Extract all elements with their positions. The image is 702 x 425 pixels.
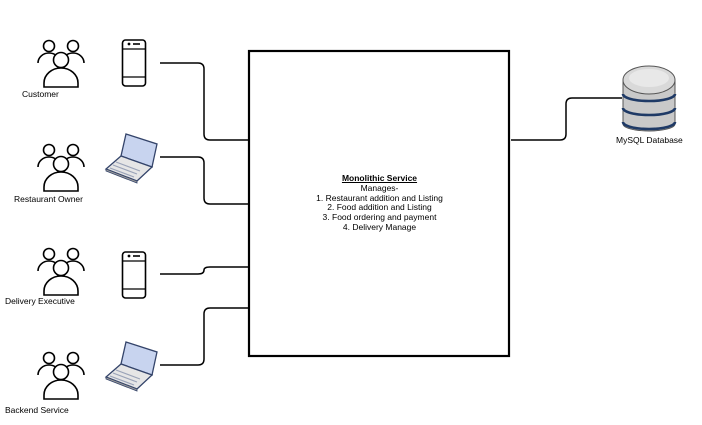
monolithic-service-box — [247, 49, 511, 358]
connector-delivery-executive — [160, 266, 249, 275]
connector-backend-service — [160, 307, 249, 366]
service-item-1: 1. Restaurant addition and Listing — [316, 192, 443, 203]
service-item-3: 3. Food ordering and payment — [322, 212, 437, 223]
connector-database — [511, 97, 622, 141]
actor-label-customer: Customer — [22, 89, 59, 99]
database-cylinder-icon — [621, 65, 677, 132]
users-icon-delivery-executive — [37, 247, 85, 296]
service-subtitle: Manages- — [360, 182, 399, 193]
laptop-icon — [105, 133, 158, 184]
service-item-2: 2. Food addition and Listing — [327, 202, 432, 213]
service-item-4: 4. Delivery Manage — [342, 221, 417, 232]
actor-label-delivery-executive: Delivery Executive — [5, 296, 75, 306]
actor-label-restaurant-owner: Restaurant Owner — [14, 194, 83, 204]
laptop-icon — [105, 341, 158, 392]
connector-restaurant-owner — [160, 156, 249, 205]
connector-lines — [160, 62, 622, 366]
database-label: MySQL Database — [616, 135, 683, 145]
users-icon-restaurant-owner — [37, 143, 85, 192]
service-title: Monolithic Service — [341, 173, 418, 183]
users-icon-customer — [37, 39, 85, 88]
actor-label-backend-service: Backend Service — [5, 405, 69, 415]
service-description: Monolithic Service Manages- 1. Restauran… — [250, 173, 509, 233]
users-icon-backend-service — [37, 351, 85, 400]
mobile-phone-icon — [121, 251, 147, 299]
mobile-phone-icon — [121, 39, 147, 87]
connector-customer — [160, 62, 249, 141]
